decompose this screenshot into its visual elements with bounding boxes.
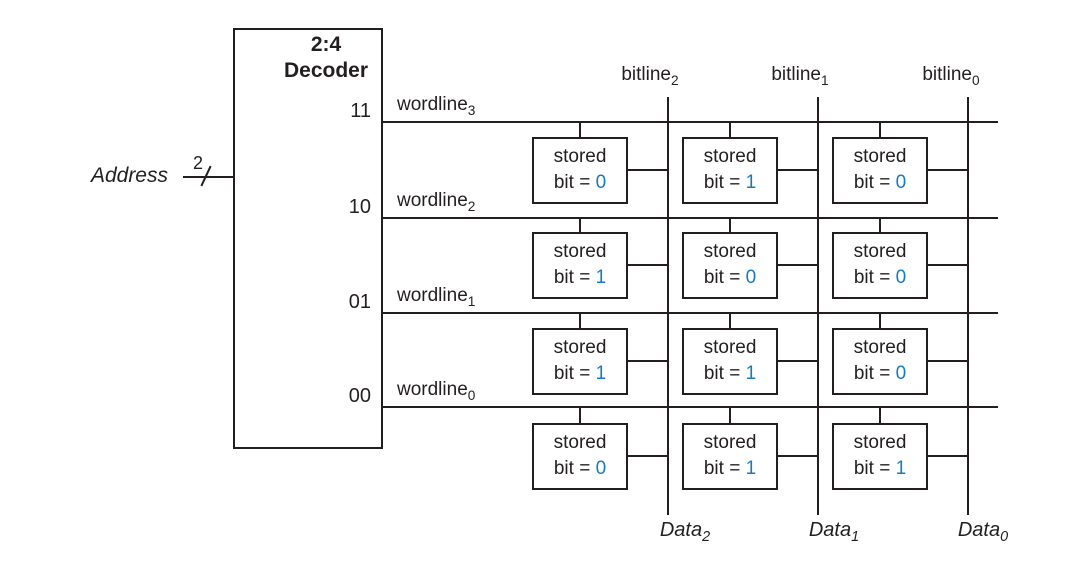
decoder-title-ratio: 2:4 (310, 33, 342, 56)
stored-bit-cell-wl2-bl0: stored bit = 0 (832, 232, 928, 299)
cell-top-stub (879, 218, 881, 232)
stored-bit-cell-wl3-bl1: stored bit = 1 (682, 137, 778, 204)
wordline-0-line (383, 406, 998, 408)
stored-bit-value: 0 (595, 458, 607, 479)
address-label: Address (90, 164, 168, 187)
stored-bit-value: 0 (895, 363, 907, 384)
stored-bit-cell-wl0-bl0: stored bit = 1 (832, 423, 928, 490)
cell-right-stub (928, 360, 968, 362)
wordline-0-label: wordline0 (397, 379, 476, 403)
stored-bit-value: 0 (595, 172, 607, 193)
cell-right-stub (628, 455, 668, 457)
stored-bit-value: 1 (745, 363, 757, 384)
wordline-1-line (383, 312, 998, 314)
stored-bit-cell-wl1-bl2: stored bit = 1 (532, 328, 628, 395)
cell-top-stub (729, 218, 731, 232)
cell-top-stub (879, 313, 881, 328)
stored-bit-value: 1 (895, 458, 907, 479)
decoder-output-01: 01 (348, 291, 371, 313)
stored-bit-value: 1 (595, 363, 607, 384)
decoder-output-10: 10 (348, 196, 371, 218)
bus-width-label: 2 (192, 153, 203, 173)
cell-top-stub (579, 313, 581, 328)
cell-top-stub (879, 407, 881, 423)
stored-bit-cell-wl3-bl0: stored bit = 0 (832, 137, 928, 204)
decoder-output-11: 11 (350, 100, 371, 122)
cell-right-stub (778, 169, 818, 171)
stored-bit-value: 1 (745, 172, 757, 193)
bitline-1-label: bitline1 (771, 64, 829, 88)
decoder-title: 2:4 Decoder (253, 32, 399, 84)
cell-right-stub (628, 169, 668, 171)
cell-right-stub (778, 360, 818, 362)
cell-right-stub (628, 264, 668, 266)
cell-right-stub (928, 169, 968, 171)
wordline-3-label: wordline3 (397, 94, 476, 118)
stored-bit-value: 1 (745, 458, 757, 479)
bitline-0-line (967, 97, 969, 515)
stored-bit-cell-wl0-bl2: stored bit = 0 (532, 423, 628, 490)
stored-bit-value: 1 (595, 267, 607, 288)
decoder-output-00: 00 (348, 385, 371, 407)
wordline-2-line (383, 217, 998, 219)
cell-right-stub (928, 455, 968, 457)
cell-right-stub (778, 264, 818, 266)
cell-top-stub (579, 122, 581, 137)
cell-top-stub (729, 407, 731, 423)
stored-bit-cell-wl1-bl0: stored bit = 0 (832, 328, 928, 395)
cell-right-stub (628, 360, 668, 362)
wordline-3-line (383, 121, 998, 123)
stored-bit-value: 0 (895, 267, 907, 288)
cell-top-stub (729, 313, 731, 328)
decoder-title-word: Decoder (283, 59, 369, 82)
bitline-2-line (667, 97, 669, 515)
data-1-label: Data1 (808, 519, 860, 545)
data-0-label: Data0 (957, 519, 1009, 545)
stored-bit-cell-wl3-bl2: stored bit = 0 (532, 137, 628, 204)
stored-bit-cell-wl2-bl2: stored bit = 1 (532, 232, 628, 299)
cell-right-stub (928, 264, 968, 266)
cell-top-stub (579, 407, 581, 423)
stored-bit-cell-wl1-bl1: stored bit = 1 (682, 328, 778, 395)
bitline-2-label: bitline2 (621, 64, 679, 88)
stored-bit-value: 0 (745, 267, 757, 288)
stored-bit-cell-wl2-bl1: stored bit = 0 (682, 232, 778, 299)
cell-top-stub (579, 218, 581, 232)
wordline-1-label: wordline1 (397, 285, 476, 309)
address-bus-wire (183, 176, 233, 178)
data-2-label: Data2 (659, 519, 711, 545)
bitline-0-label: bitline0 (922, 64, 980, 88)
stored-bit-value: 0 (895, 172, 907, 193)
decoder-box (233, 28, 383, 449)
cell-right-stub (778, 455, 818, 457)
cell-top-stub (879, 122, 881, 137)
bitline-1-line (817, 97, 819, 515)
stored-bit-cell-wl0-bl1: stored bit = 1 (682, 423, 778, 490)
wordline-2-label: wordline2 (397, 190, 476, 214)
cell-top-stub (729, 122, 731, 137)
